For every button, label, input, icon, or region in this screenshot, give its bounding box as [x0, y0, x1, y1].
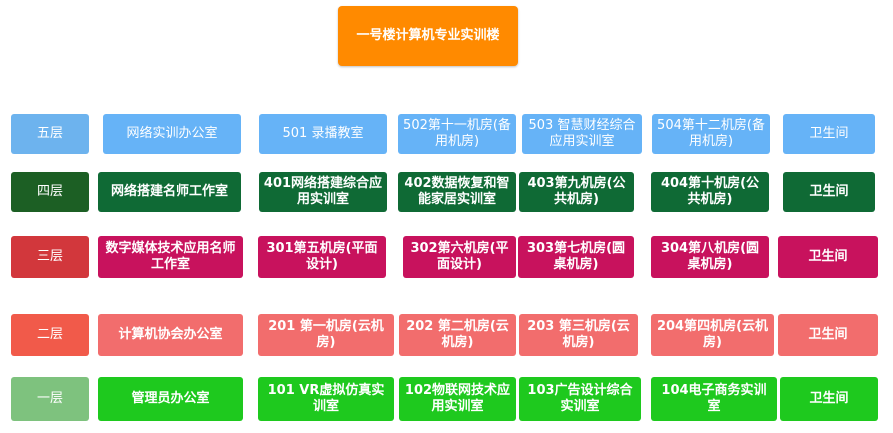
room-4-2: 401网络搭建综合应用实训室 [259, 172, 387, 212]
floor-label-4: 四层 [11, 172, 89, 212]
room-2-2: 201 第一机房(云机房) [258, 314, 394, 356]
room-1-3: 102物联网技术应用实训室 [399, 377, 516, 421]
floor-label-1: 一层 [11, 377, 89, 421]
room-2-5: 204第四机房(云机房) [651, 314, 774, 356]
room-5-2: 501 录播教室 [259, 114, 387, 154]
room-4-3: 402数据恢复和智能家居实训室 [398, 172, 516, 212]
restroom-4: 卫生间 [783, 172, 875, 212]
room-4-5: 404第十机房(公共机房) [651, 172, 769, 212]
room-1-5: 104电子商务实训室 [651, 377, 777, 421]
restroom-5: 卫生间 [783, 114, 875, 154]
floor-label-5: 五层 [11, 114, 89, 154]
room-3-4: 303第七机房(圆桌机房) [518, 236, 634, 278]
restroom-3: 卫生间 [778, 236, 878, 278]
room-5-3: 502第十一机房(备用机房) [398, 114, 516, 154]
building-title: 一号楼计算机专业实训楼 [338, 6, 518, 66]
room-3-3: 302第六机房(平面设计) [403, 236, 516, 278]
restroom-2: 卫生间 [778, 314, 878, 356]
room-3-2: 301第五机房(平面设计) [258, 236, 386, 278]
room-2-1: 计算机协会办公室 [98, 314, 243, 356]
room-4-4: 403第九机房(公共机房) [519, 172, 634, 212]
floor-label-3: 三层 [11, 236, 89, 278]
room-1-1: 管理员办公室 [98, 377, 243, 421]
room-4-1: 网络搭建名师工作室 [98, 172, 241, 212]
room-2-4: 203 第三机房(云机房) [519, 314, 638, 356]
restroom-1: 卫生间 [780, 377, 878, 421]
room-3-5: 304第八机房(圆桌机房) [651, 236, 769, 278]
room-5-1: 网络实训办公室 [103, 114, 241, 154]
room-1-4: 103广告设计综合实训室 [519, 377, 641, 421]
room-1-2: 101 VR虚拟仿真实训室 [258, 377, 394, 421]
room-5-4: 503 智慧财经综合应用实训室 [522, 114, 642, 154]
floor-label-2: 二层 [11, 314, 89, 356]
room-5-5: 504第十二机房(备用机房) [652, 114, 770, 154]
room-3-1: 数字媒体技术应用名师工作室 [98, 236, 243, 278]
room-2-3: 202 第二机房(云机房) [399, 314, 516, 356]
